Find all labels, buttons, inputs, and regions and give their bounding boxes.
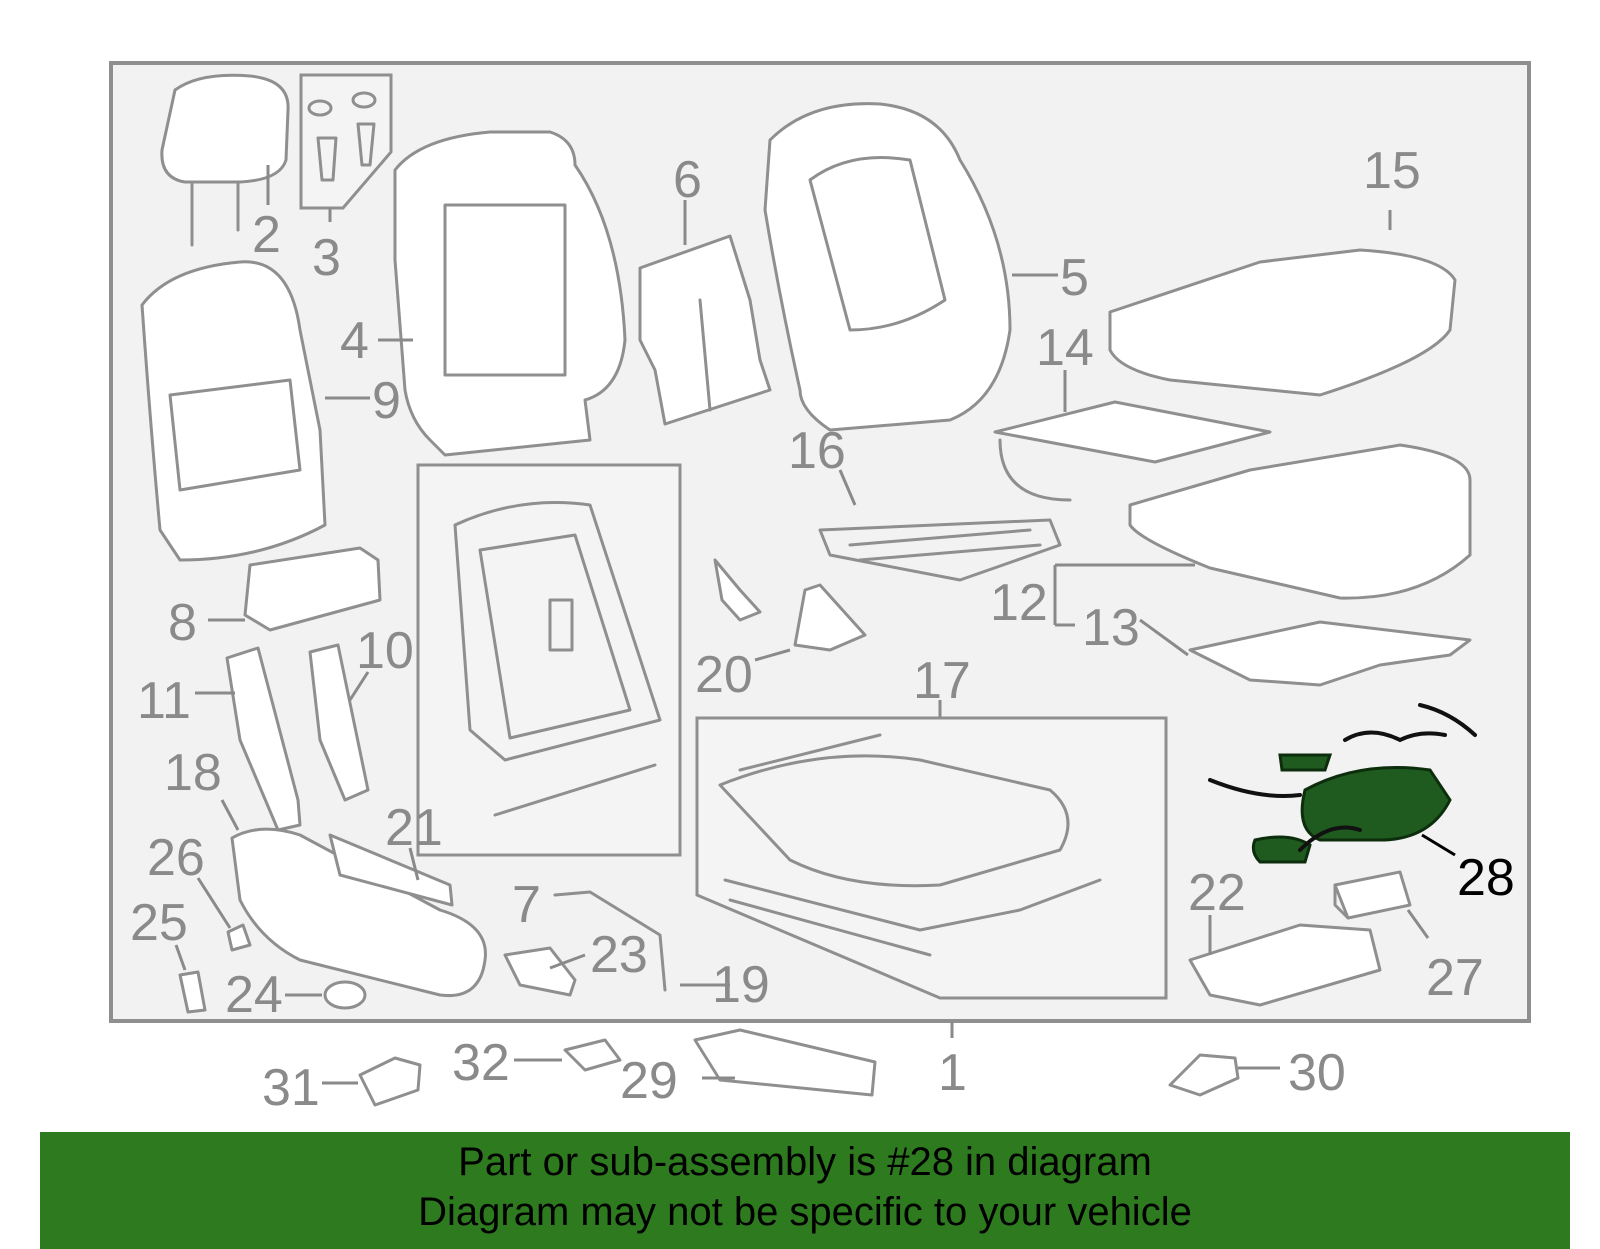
callout-1: 1 <box>938 1044 967 1102</box>
trim-strip-21-part[interactable] <box>328 833 454 907</box>
cover-32-part[interactable] <box>563 1038 622 1072</box>
leader-lines <box>174 165 1456 1085</box>
side-trim-10-part[interactable] <box>308 643 370 802</box>
cover-29-part[interactable] <box>693 1028 877 1097</box>
callout-29: 29 <box>620 1052 678 1110</box>
heater-pad-part[interactable] <box>993 400 1272 502</box>
knob-26-part[interactable] <box>226 923 252 952</box>
callout-10: 10 <box>356 622 414 680</box>
subframe-7 <box>416 463 682 857</box>
callout-7: 7 <box>512 876 541 934</box>
knob-25-part[interactable] <box>178 970 207 1014</box>
info-banner: Part or sub-assembly is #28 in diagram D… <box>40 1132 1570 1249</box>
suspension-mat-16-part[interactable] <box>818 518 1062 582</box>
seatback-pad-part[interactable] <box>638 234 772 426</box>
cushion-cover-part[interactable] <box>1108 248 1457 397</box>
callout-20: 20 <box>695 646 753 704</box>
callout-22: 22 <box>1188 864 1246 922</box>
side-shield-part[interactable] <box>230 827 487 998</box>
bracket-30-part[interactable] <box>1168 1053 1240 1097</box>
switch-module-part[interactable] <box>243 546 382 632</box>
banner-line-2: Diagram may not be specific to your vehi… <box>418 1190 1192 1234</box>
seat-adjuster-part[interactable] <box>718 733 1102 957</box>
cable-19-part[interactable] <box>553 890 667 992</box>
rear-trim-panel-part[interactable] <box>140 260 327 562</box>
callout-8: 8 <box>168 594 197 652</box>
callout-25: 25 <box>130 894 188 952</box>
callout-12: 12 <box>990 574 1048 632</box>
callout-6: 6 <box>673 151 702 209</box>
subframe-17 <box>695 716 1168 1000</box>
seatback-cover-part[interactable] <box>763 102 1012 432</box>
cushion-pan-part[interactable] <box>1188 620 1472 687</box>
callout-5: 5 <box>1060 249 1089 307</box>
cushion-pad-part[interactable] <box>1128 443 1472 600</box>
side-trim-11-part[interactable] <box>225 646 302 832</box>
callout-23: 23 <box>590 926 648 984</box>
guide-clips-part[interactable] <box>307 91 377 182</box>
callout-31: 31 <box>262 1059 320 1117</box>
tray-22-part[interactable] <box>1188 923 1382 1007</box>
control-module-27-part[interactable] <box>1333 870 1412 920</box>
callout-32: 32 <box>452 1034 510 1092</box>
knob-24-part[interactable] <box>323 980 367 1010</box>
callout-11: 11 <box>137 672 191 730</box>
callout-14: 14 <box>1036 319 1094 377</box>
banner-line-1: Part or sub-assembly is #28 in diagram <box>458 1140 1152 1184</box>
callout-19: 19 <box>712 956 770 1014</box>
callout-4: 4 <box>340 312 369 370</box>
seat-parts-diagram: 1 2 3 4 5 6 7 8 9 10 11 12 13 14 15 16 1… <box>109 61 1531 1117</box>
callout-9: 9 <box>372 372 401 430</box>
callout-30: 30 <box>1288 1044 1346 1102</box>
subframe-3 <box>299 73 393 210</box>
seatback-frame-part[interactable] <box>453 501 662 817</box>
bracket-31-part[interactable] <box>358 1056 422 1107</box>
callout-24: 24 <box>225 966 283 1024</box>
callout-2: 2 <box>252 206 281 264</box>
callout-28-highlighted: 28 <box>1457 849 1515 907</box>
callout-3: 3 <box>312 229 341 287</box>
seatback-rear-panel-part[interactable] <box>393 130 627 457</box>
bracket-20b-part[interactable] <box>713 558 762 622</box>
callout-16: 16 <box>788 422 846 480</box>
callout-13: 13 <box>1082 599 1140 657</box>
callout-18: 18 <box>164 744 222 802</box>
bracket-20-part[interactable] <box>793 583 867 652</box>
callout-15: 15 <box>1363 142 1421 200</box>
callout-17: 17 <box>913 652 971 710</box>
headrest-part[interactable] <box>160 73 290 247</box>
callout-26: 26 <box>147 829 205 887</box>
callout-27: 27 <box>1426 949 1484 1007</box>
callout-21: 21 <box>385 799 443 857</box>
bracket-23-part[interactable] <box>503 946 577 997</box>
wiring-harness-28-part[interactable] <box>1208 703 1477 864</box>
